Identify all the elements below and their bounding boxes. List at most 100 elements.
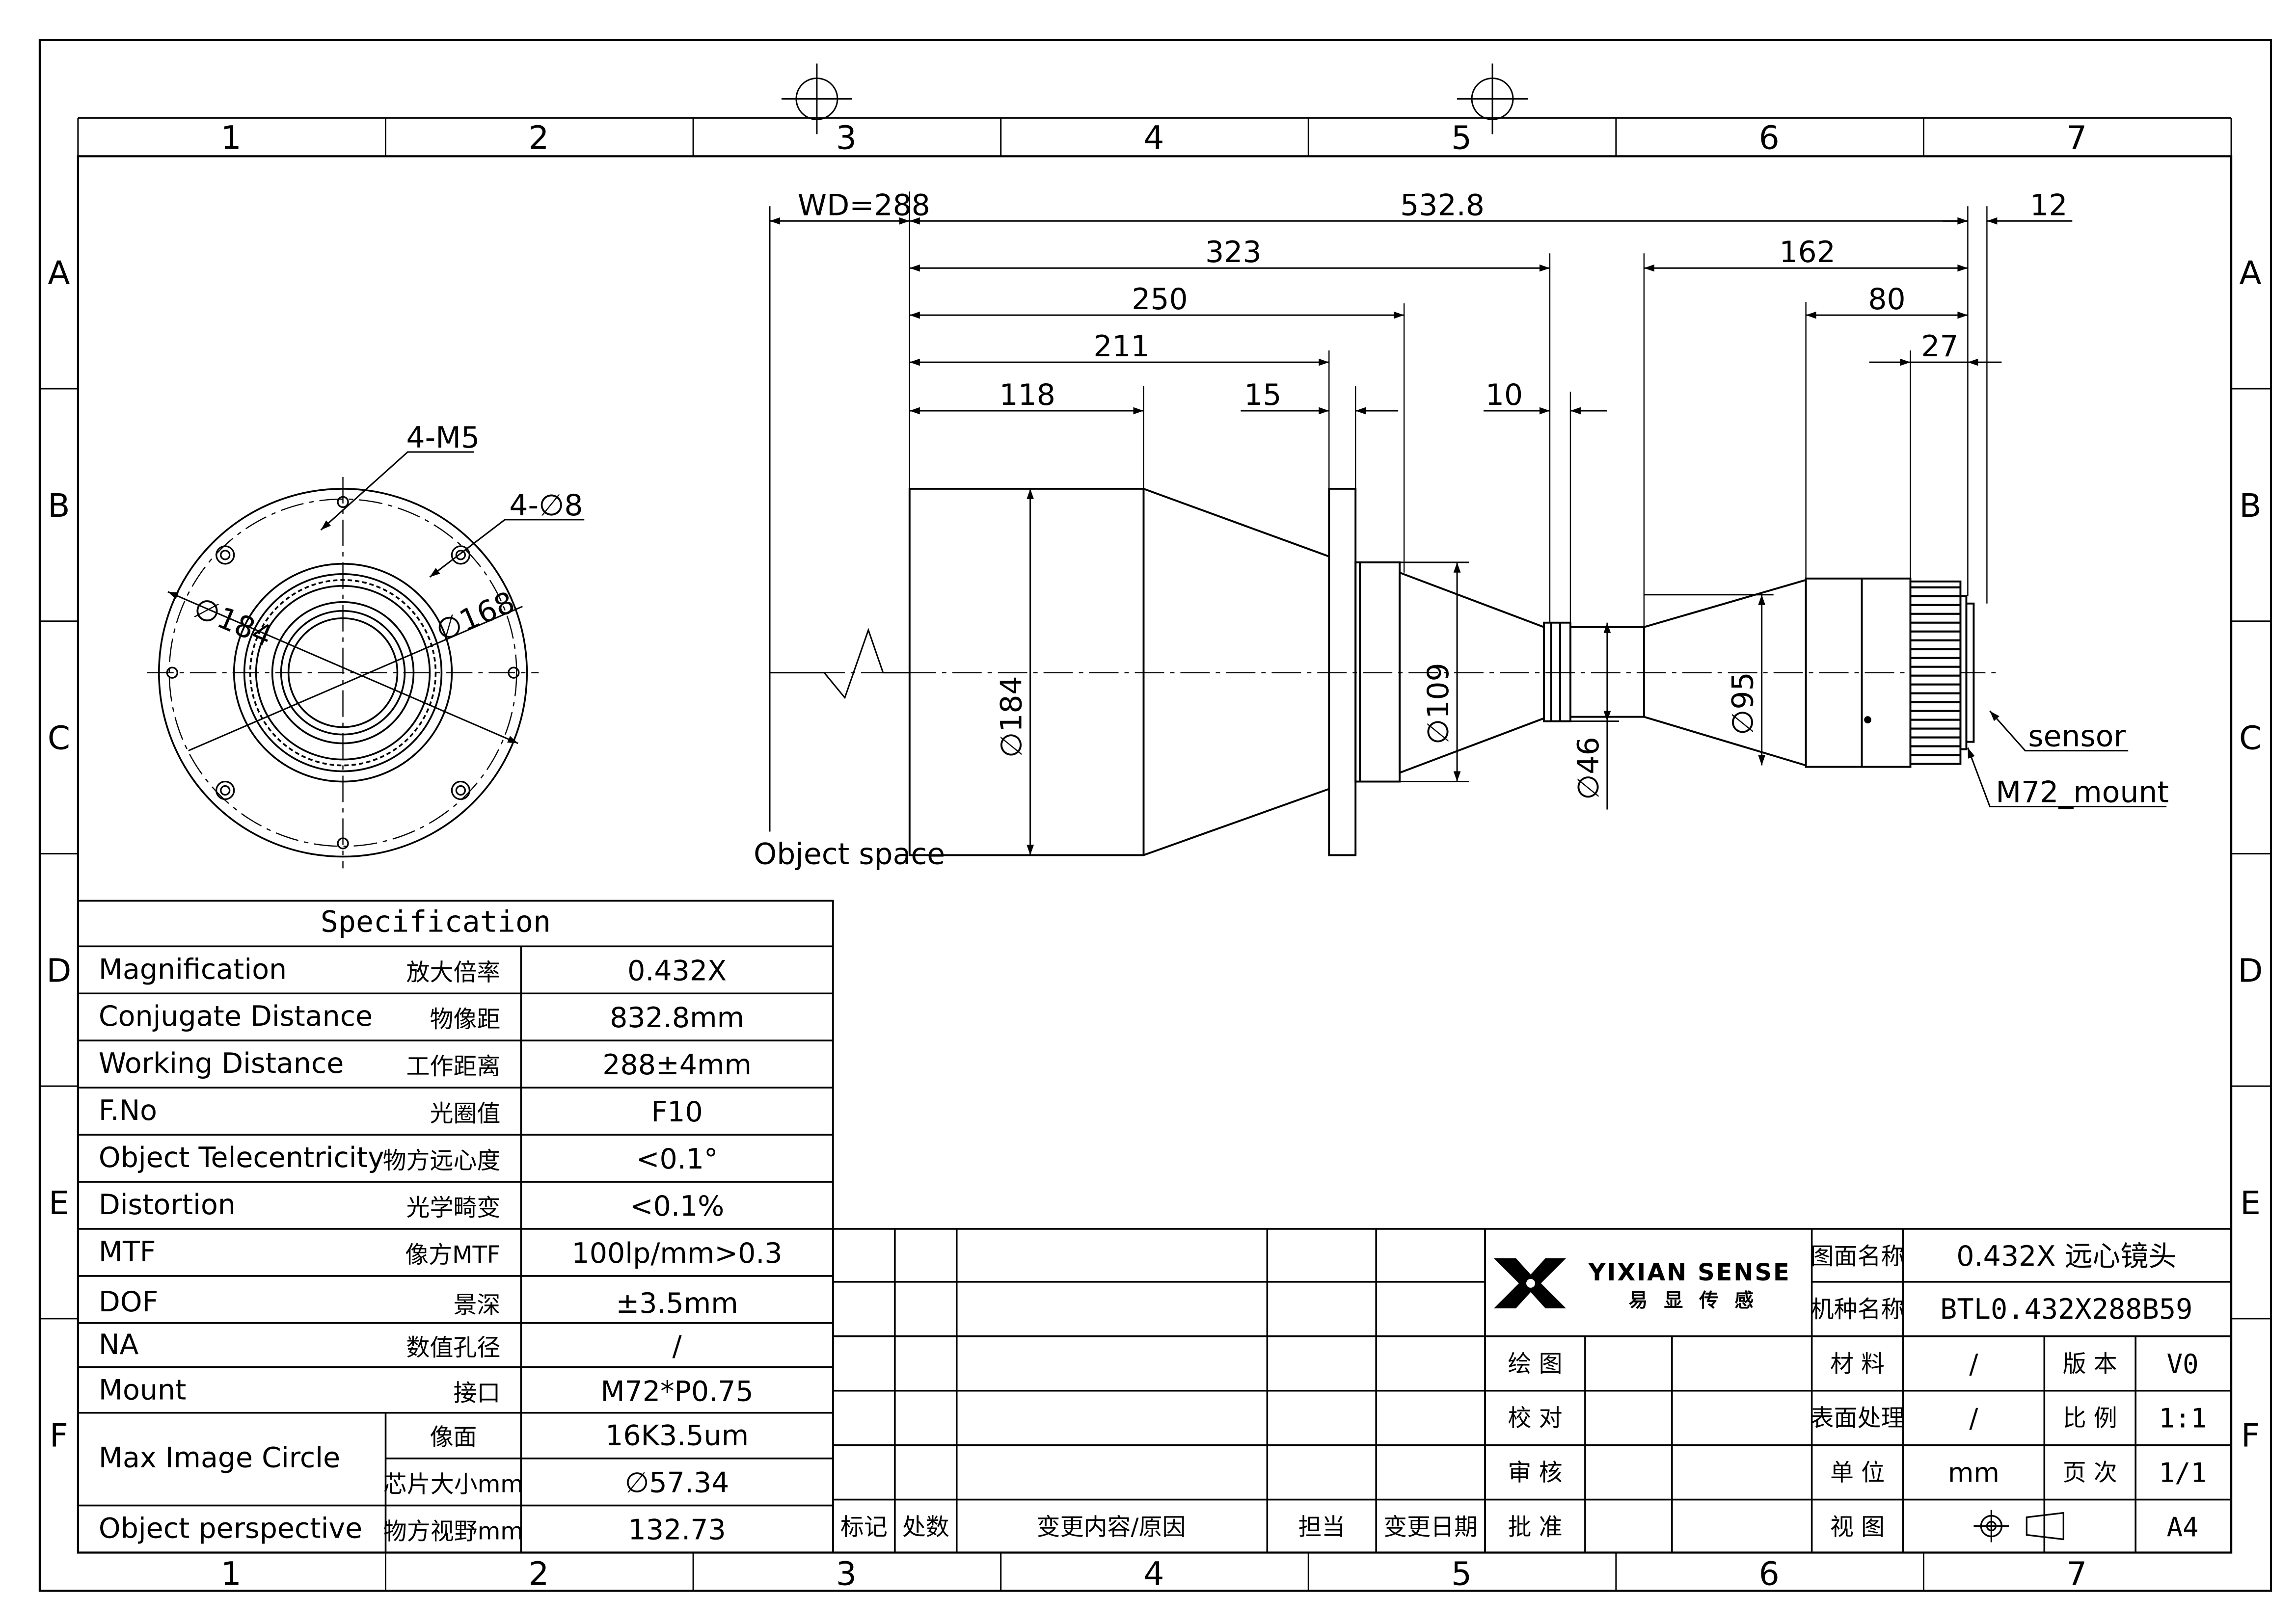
version-label: 版 本 (2063, 1350, 2117, 1378)
spec-en-na: NA (99, 1329, 139, 1361)
spec-cn-chip-size: 芯片大小mm (383, 1471, 523, 1498)
dim-10: 10 (1486, 378, 1523, 412)
zone-row-right-f: F (2241, 1417, 2260, 1455)
dim-total: 532.8 (1400, 188, 1485, 222)
spec-val-image-plane: 16K3.5um (605, 1420, 749, 1452)
lens-body (908, 487, 1975, 856)
spec-cn-telecentricity: 物方远心度 (383, 1147, 501, 1174)
spec-cn-conjugate: 物像距 (430, 1006, 500, 1033)
spec-en-fno: F.No (99, 1094, 157, 1127)
spec-cn-magnification: 放大倍率 (406, 958, 501, 986)
zone-row-right-c: C (2239, 719, 2262, 757)
dim-118: 118 (999, 378, 1055, 412)
spec-en-dof: DOF (99, 1286, 158, 1318)
spec-rows: Magnification 放大倍率 0.432X Conjugate Dist… (99, 953, 783, 1546)
material-label: 材 料 (1830, 1350, 1885, 1378)
spec-val-telecentricity: <0.1° (636, 1143, 718, 1175)
spec-cn-fno: 光圈值 (430, 1100, 500, 1127)
rev-header-count: 处数 (902, 1514, 949, 1541)
view-label: 视 图 (1830, 1514, 1885, 1541)
zone-col-bottom-4: 4 (1144, 1555, 1164, 1593)
spec-en-distortion: Distortion (99, 1189, 236, 1221)
spec-en-magnification: Magnification (99, 953, 287, 985)
front-holes-label: 4-∅8 (509, 488, 583, 523)
spec-cn-mtf: 像方MTF (405, 1241, 500, 1269)
dim-wd: WD=288 (798, 188, 930, 222)
spec-en-mount: Mount (99, 1374, 187, 1407)
spec-en-telecentricity: Object Telecentricity (99, 1142, 384, 1174)
zone-col-top-7: 7 (2066, 119, 2087, 157)
unit-value: mm (1948, 1458, 1999, 1489)
model-value: BTL0.432X288B59 (1940, 1293, 2192, 1326)
spec-cn-distortion: 光学畸变 (406, 1194, 501, 1222)
side-view: WD=288 532.8 12 323 162 250 80 211 27 11… (754, 188, 2169, 871)
spec-table: Specification Magnification 放大倍率 0.432X … (77, 900, 834, 1554)
model-label: 机种名称 (1810, 1296, 1905, 1323)
drawing-name-label: 图面名称 (1810, 1243, 1905, 1270)
zone-col-bottom-7: 7 (2066, 1555, 2087, 1593)
title-block: YIXIAN SENSE 易 显 传 感 图面名称 0.432X 远心镜头 机种… (1484, 1228, 2232, 1554)
zone-row-left-b: B (48, 487, 70, 525)
sheet-frame (38, 39, 2272, 1592)
spec-cn-object-perspective: 物方视野mm (383, 1518, 523, 1545)
spec-val-object-perspective: 132.73 (628, 1514, 726, 1546)
surface-label: 表面处理 (1810, 1405, 1905, 1432)
front-bolt-circle-label: ∅168 (431, 585, 520, 649)
zone-row-left-f: F (50, 1417, 68, 1455)
front-view: 4-M5 4-∅8 ∅184 ∅168 (147, 421, 585, 869)
zone-col-top-3: 3 (836, 119, 857, 157)
dim-250: 250 (1132, 282, 1188, 317)
spec-en-object-perspective: Object perspective (99, 1513, 362, 1545)
dim-27: 27 (1921, 329, 1958, 364)
spec-title: Specification (321, 904, 551, 939)
revision-table: 标记 处数 变更内容/原因 担当 变更日期 (832, 1228, 1486, 1554)
spec-val-distortion: <0.1% (630, 1190, 724, 1223)
rev-header-owner: 担当 (1298, 1514, 1345, 1541)
logo-cn-3: 传 (1699, 1290, 1718, 1312)
rev-header-date: 变更日期 (1383, 1514, 1478, 1541)
zone-col-bottom-1: 1 (221, 1555, 242, 1593)
dim-80: 80 (1868, 282, 1905, 317)
zone-col-bottom-6: 6 (1759, 1555, 1780, 1593)
spec-en-max-image-circle: Max Image Circle (99, 1442, 340, 1474)
sign-approve-label: 批 准 (1508, 1514, 1562, 1541)
dim-15: 15 (1244, 378, 1281, 412)
zone-col-bottom-5: 5 (1451, 1555, 1472, 1593)
spec-cn-mount: 接口 (453, 1380, 500, 1407)
spec-val-mtf: 100lp/mm>0.3 (572, 1237, 783, 1270)
zone-row-left-d: D (47, 952, 72, 989)
dim-211: 211 (1093, 329, 1149, 364)
dim-dia-46: ∅46 (1571, 737, 1606, 800)
logo-cn-1: 易 (1628, 1290, 1648, 1312)
zone-row-right-d: D (2238, 952, 2263, 989)
zone-row-right-e: E (2240, 1184, 2261, 1222)
spec-cn-dof: 景深 (453, 1291, 500, 1319)
spec-cn-working-distance: 工作距离 (406, 1053, 501, 1080)
material-value: / (1969, 1349, 1978, 1380)
zone-labels: 1 2 3 4 5 6 7 1 2 3 4 5 6 7 A B C D E F … (47, 119, 2263, 1593)
paper-size-value: A4 (2167, 1512, 2199, 1543)
zone-col-top-1: 1 (221, 119, 242, 157)
logo-cn-4: 感 (1734, 1290, 1754, 1312)
sign-draw-label: 绘 图 (1508, 1350, 1562, 1378)
zone-row-left-e: E (49, 1184, 69, 1222)
zone-col-bottom-2: 2 (528, 1555, 549, 1593)
zone-col-bottom-3: 3 (836, 1555, 857, 1593)
version-value: V0 (2167, 1349, 2199, 1380)
zone-row-left-c: C (48, 719, 70, 757)
unit-label: 单 位 (1830, 1459, 1885, 1487)
front-outer-dia-label: ∅184 (189, 590, 277, 654)
zone-row-right-b: B (2239, 487, 2261, 525)
projection-symbol-icon (1973, 1510, 2064, 1542)
front-thread-label: 4-M5 (406, 421, 480, 455)
yixian-logo: YIXIAN SENSE 易 显 传 感 (1494, 1258, 1789, 1312)
dim-dia-95: ∅95 (1726, 672, 1760, 735)
sign-review-label: 审 核 (1508, 1459, 1562, 1487)
spec-val-fno: F10 (651, 1096, 702, 1128)
spec-val-dof: ±3.5mm (616, 1287, 738, 1320)
zone-col-top-2: 2 (528, 119, 549, 157)
zone-col-top-6: 6 (1759, 119, 1780, 157)
page-label: 页 次 (2063, 1459, 2117, 1487)
zone-col-top-4: 4 (1144, 119, 1164, 157)
